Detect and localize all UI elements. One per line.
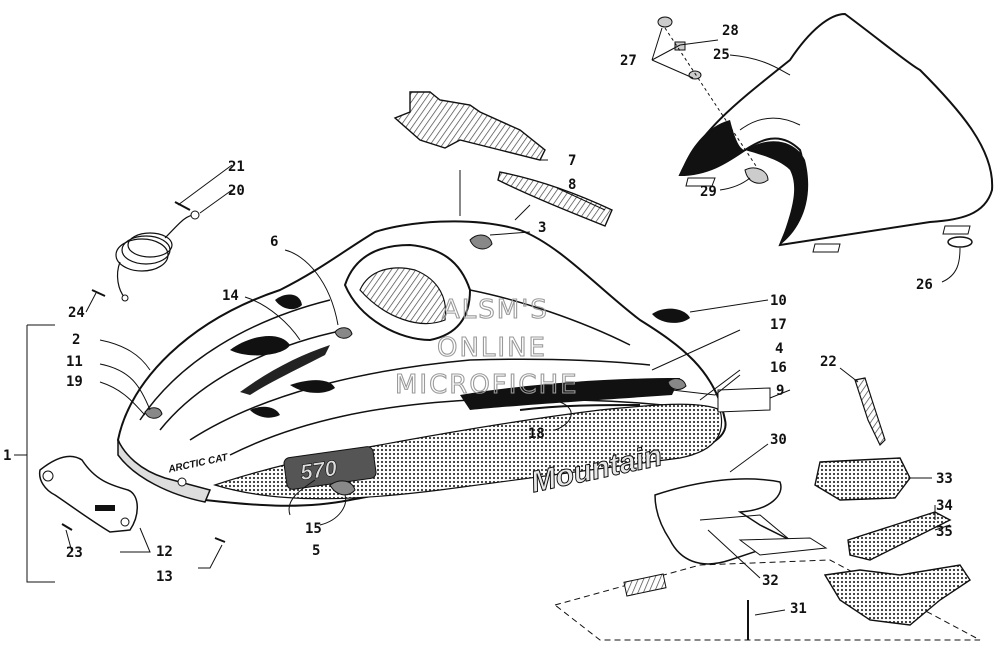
callout-20: 20 xyxy=(228,183,245,199)
watermark-line-1: ALSM'S xyxy=(442,295,549,325)
callout-14: 14 xyxy=(222,288,239,304)
callout-22: 22 xyxy=(820,354,837,370)
strap-22 xyxy=(854,377,886,447)
hood-top-decal xyxy=(393,91,546,161)
side-number-decal: 570 xyxy=(299,455,340,485)
callout-6: 6 xyxy=(270,234,278,250)
upper-decals xyxy=(393,91,613,227)
callout-25: 25 xyxy=(713,47,730,63)
callout-8: 8 xyxy=(568,177,576,193)
callout-7: 7 xyxy=(568,153,576,169)
callout-11: 11 xyxy=(66,354,83,370)
callout-29: 29 xyxy=(700,184,717,200)
hood-nose xyxy=(117,439,212,503)
pad-35 xyxy=(823,564,971,626)
callout-9: 9 xyxy=(776,383,784,399)
callout-12: 12 xyxy=(156,544,173,560)
windshield xyxy=(678,12,994,247)
windshield-assembly xyxy=(657,12,994,253)
hood-assembly: 570 Mountain ARCTIC CAT xyxy=(116,220,727,507)
callout-23: 23 xyxy=(66,545,83,561)
callout-21: 21 xyxy=(228,159,245,175)
callout-2: 2 xyxy=(72,332,80,348)
callout-4: 4 xyxy=(775,341,783,357)
callout-1: 1 xyxy=(3,448,11,464)
under-pan-assembly xyxy=(553,377,981,641)
callout-26: 26 xyxy=(916,277,933,293)
hood-strip-decal xyxy=(497,171,613,227)
front-bracket-part xyxy=(38,455,138,533)
callout-32: 32 xyxy=(762,573,779,589)
front-bracket xyxy=(38,455,226,543)
side-stripe-decal xyxy=(240,345,330,395)
leader-lines xyxy=(14,27,961,616)
callout-28: 28 xyxy=(722,23,739,39)
callout-33: 33 xyxy=(936,471,953,487)
pad-33 xyxy=(814,457,911,501)
callout-5: 5 xyxy=(312,543,320,559)
callout-31: 31 xyxy=(790,601,807,617)
pad-34 xyxy=(847,511,952,561)
callout-19: 19 xyxy=(66,374,83,390)
callout-17: 17 xyxy=(770,317,787,333)
callout-35: 35 xyxy=(936,524,953,540)
callout-24: 24 xyxy=(68,305,85,321)
callout-18: 18 xyxy=(528,426,545,442)
watermark-line-2: ONLINE xyxy=(437,333,547,363)
callout-10: 10 xyxy=(770,293,787,309)
callout-16: 16 xyxy=(770,360,787,376)
callout-labels: 1 2 3 4 5 6 7 8 9 10 11 12 13 14 15 16 1… xyxy=(3,23,953,617)
watermark: ALSM'S ONLINE MICROFICHE xyxy=(394,294,579,400)
callout-13: 13 xyxy=(156,569,173,585)
callout-3: 3 xyxy=(538,220,546,236)
callout-30: 30 xyxy=(770,432,787,448)
callout-15: 15 xyxy=(305,521,322,537)
dash-vent xyxy=(359,267,447,324)
callout-34: 34 xyxy=(936,498,953,514)
callout-27: 27 xyxy=(620,53,637,69)
watermark-line-3: MICROFICHE xyxy=(395,370,579,400)
tether-cable xyxy=(91,201,200,302)
